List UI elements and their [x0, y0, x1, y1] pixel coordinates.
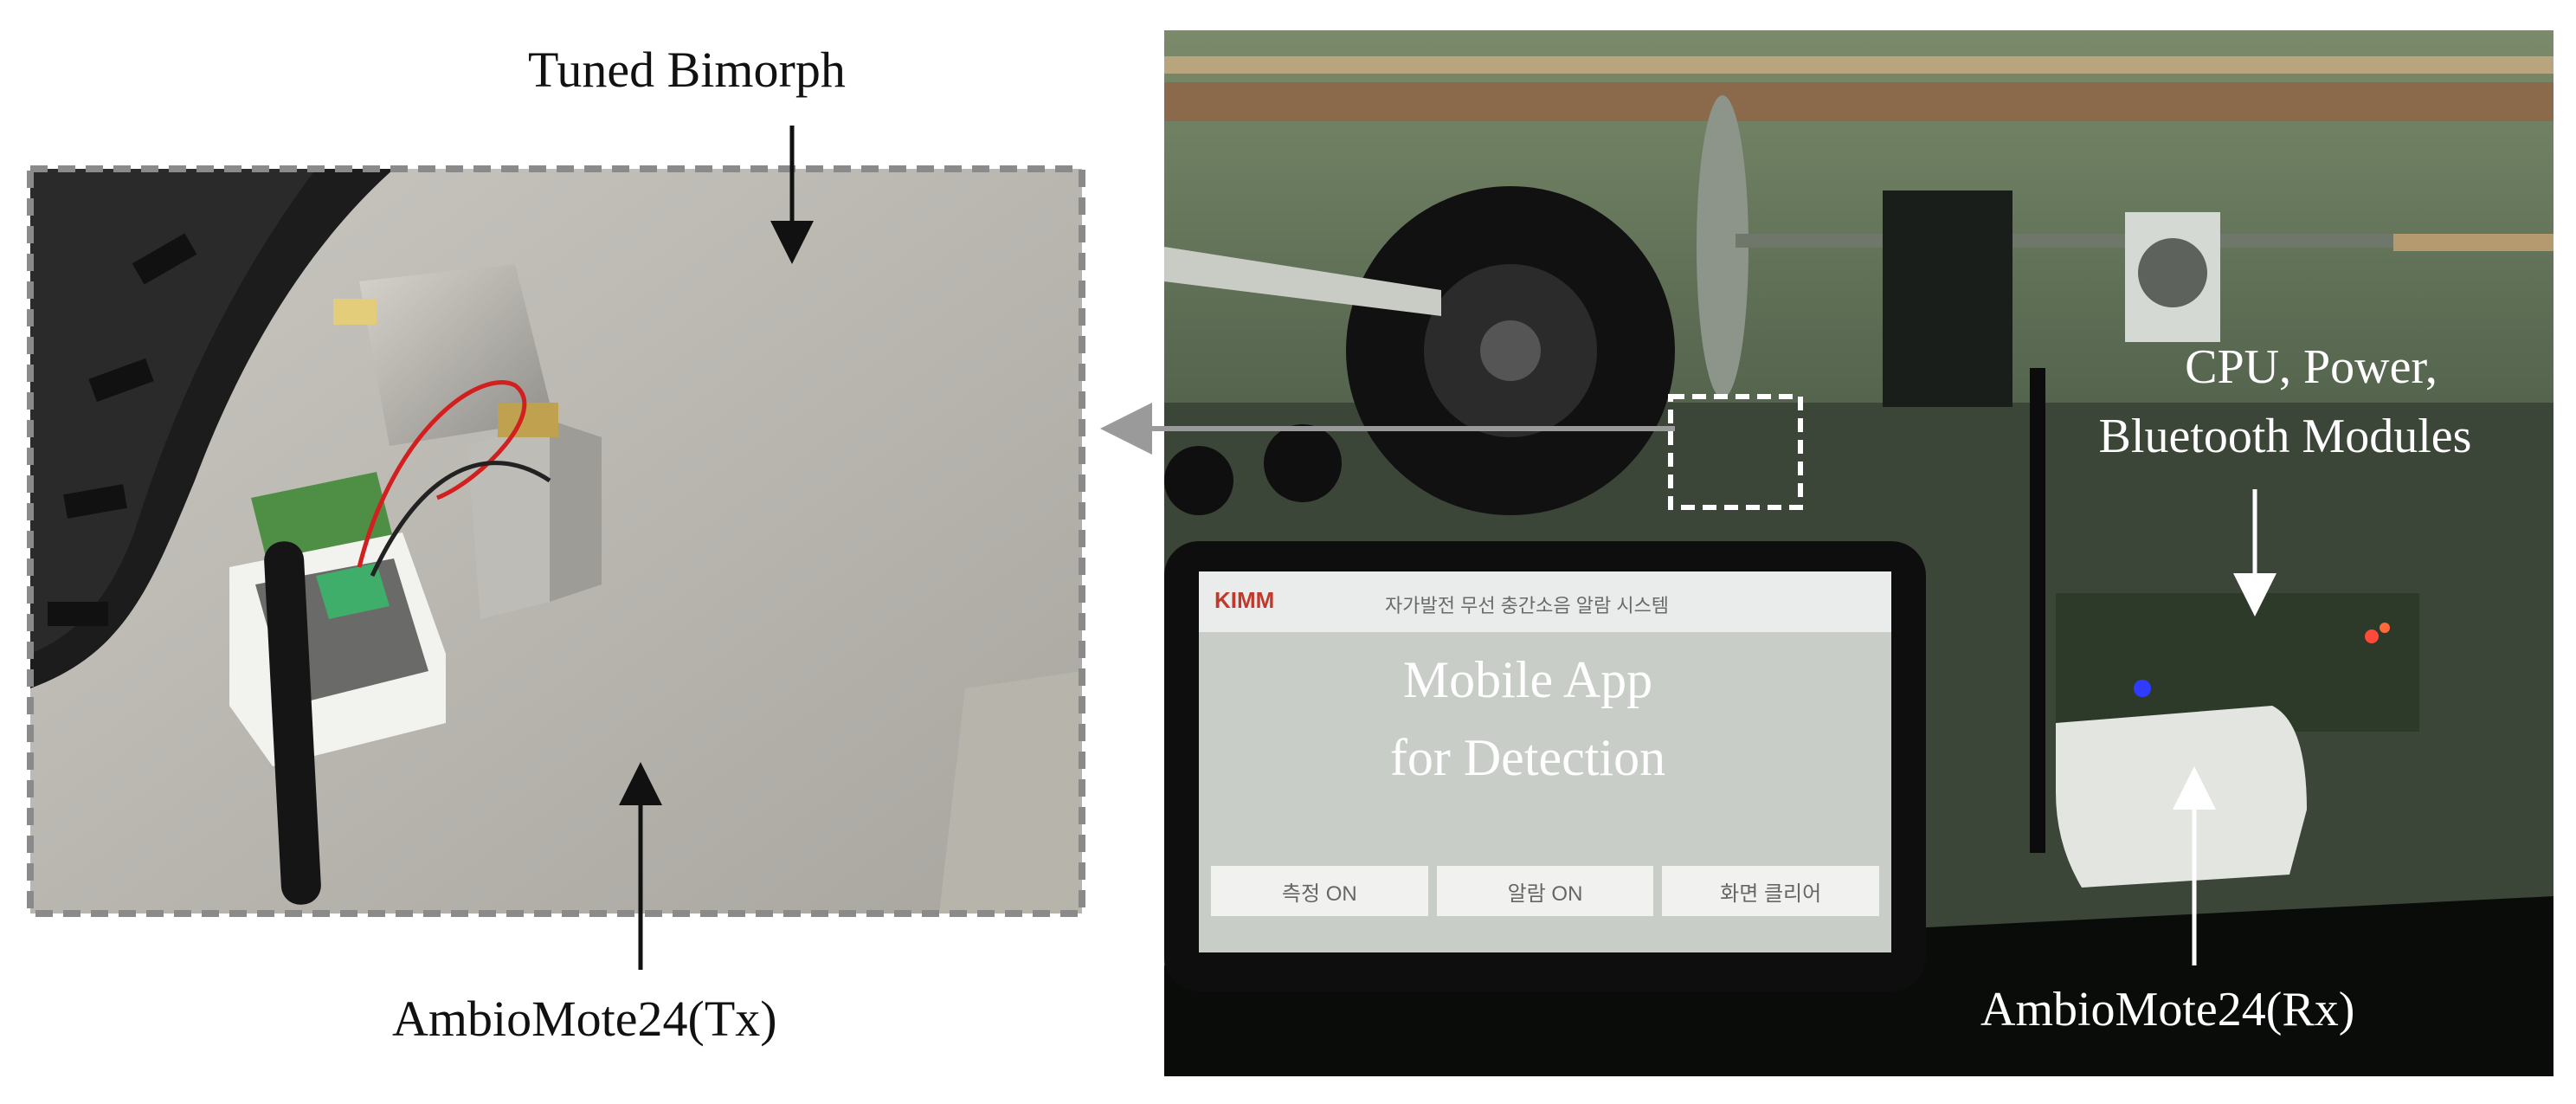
mobile-app-label-line1: Mobile App [1402, 651, 1653, 708]
sensor-highlight-box [1668, 394, 1803, 510]
alarm-on-button[interactable]: 알람 ON [1436, 866, 1654, 916]
kimm-logo: KIMM [1214, 587, 1275, 613]
phone-app-title: 자가발전 무선 충간소음 알람 시스템 [1385, 595, 1670, 617]
phone-button-row: 측정 ON 알람 ON 화면 클리어 [1211, 866, 1880, 916]
tuned-bimorph-label: Tuned Bimorph [528, 42, 846, 98]
measure-on-button[interactable]: 측정 ON [1211, 866, 1428, 916]
clear-screen-button[interactable]: 화면 클리어 [1662, 866, 1880, 916]
phone-header: KIMM 자가발전 무선 충간소음 알람 시스템 [1199, 571, 1891, 632]
inset-photo [30, 169, 1082, 914]
ambiomote-rx-label: AmbioMote24(Rx) [1980, 983, 2355, 1036]
cpu-modules-label-line1: CPU, Power, [2185, 340, 2438, 394]
inset-photo-scene [30, 169, 1082, 914]
phone-screen: KIMM 자가발전 무선 충간소음 알람 시스템 측정 ON 알람 ON 화면 … [1199, 571, 1891, 952]
inset-dashed-border [27, 165, 1085, 917]
test-rig-photo: KIMM 자가발전 무선 충간소음 알람 시스템 측정 ON 알람 ON 화면 … [1164, 30, 2553, 1076]
ambiomote-tx-label: AmbioMote24(Tx) [392, 991, 777, 1047]
mobile-app-label-line2: for Detection [1389, 729, 1666, 786]
cpu-modules-label-line2: Bluetooth Modules [2098, 410, 2472, 463]
